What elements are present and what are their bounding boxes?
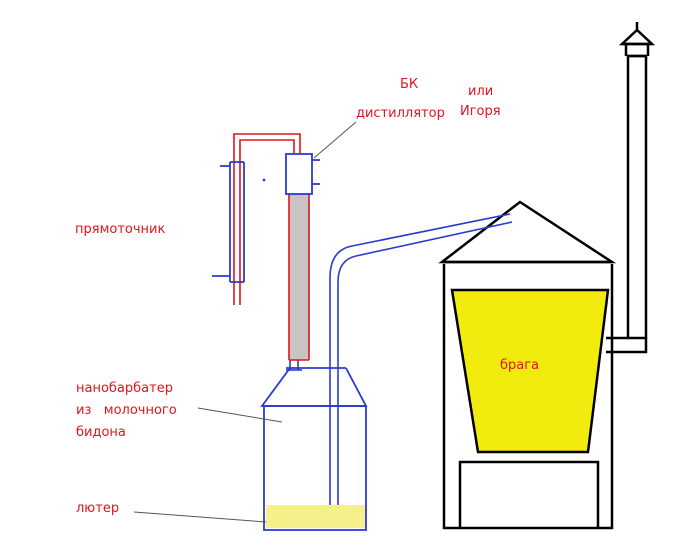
dot-mark bbox=[262, 178, 266, 182]
pointer-lines bbox=[133, 121, 357, 523]
label-distillator: дистиллятор bbox=[356, 106, 445, 121]
can-lid-outlet bbox=[286, 360, 302, 371]
packed-column bbox=[288, 194, 310, 361]
pryamotochnik-condenser bbox=[212, 161, 245, 283]
chimney-connector bbox=[606, 336, 648, 354]
label-ili: или bbox=[468, 84, 493, 99]
lyuter-liquid bbox=[266, 505, 366, 528]
label-braga: брага bbox=[500, 358, 539, 373]
label-nanobarbater-3: бидона bbox=[76, 425, 126, 440]
label-pryamotochnik: прямоточник bbox=[75, 222, 165, 237]
label-lyuter: лютер bbox=[76, 501, 119, 516]
boiler-roof bbox=[438, 200, 617, 264]
column-packing bbox=[289, 194, 309, 360]
label-nanobarbater-2: из молочного bbox=[76, 403, 177, 418]
vapor-takeoff-pipe bbox=[233, 133, 301, 305]
bk-distillator-head bbox=[285, 153, 320, 195]
label-igorya: Игоря bbox=[460, 104, 501, 119]
oven-body bbox=[442, 264, 614, 530]
braga-container bbox=[450, 288, 610, 454]
label-bk: БК bbox=[400, 77, 418, 92]
steam-pipe bbox=[329, 213, 513, 520]
milk-can bbox=[260, 367, 368, 531]
label-nanobarbater-1: нанобарбатер bbox=[76, 381, 173, 396]
chimney bbox=[618, 22, 656, 340]
